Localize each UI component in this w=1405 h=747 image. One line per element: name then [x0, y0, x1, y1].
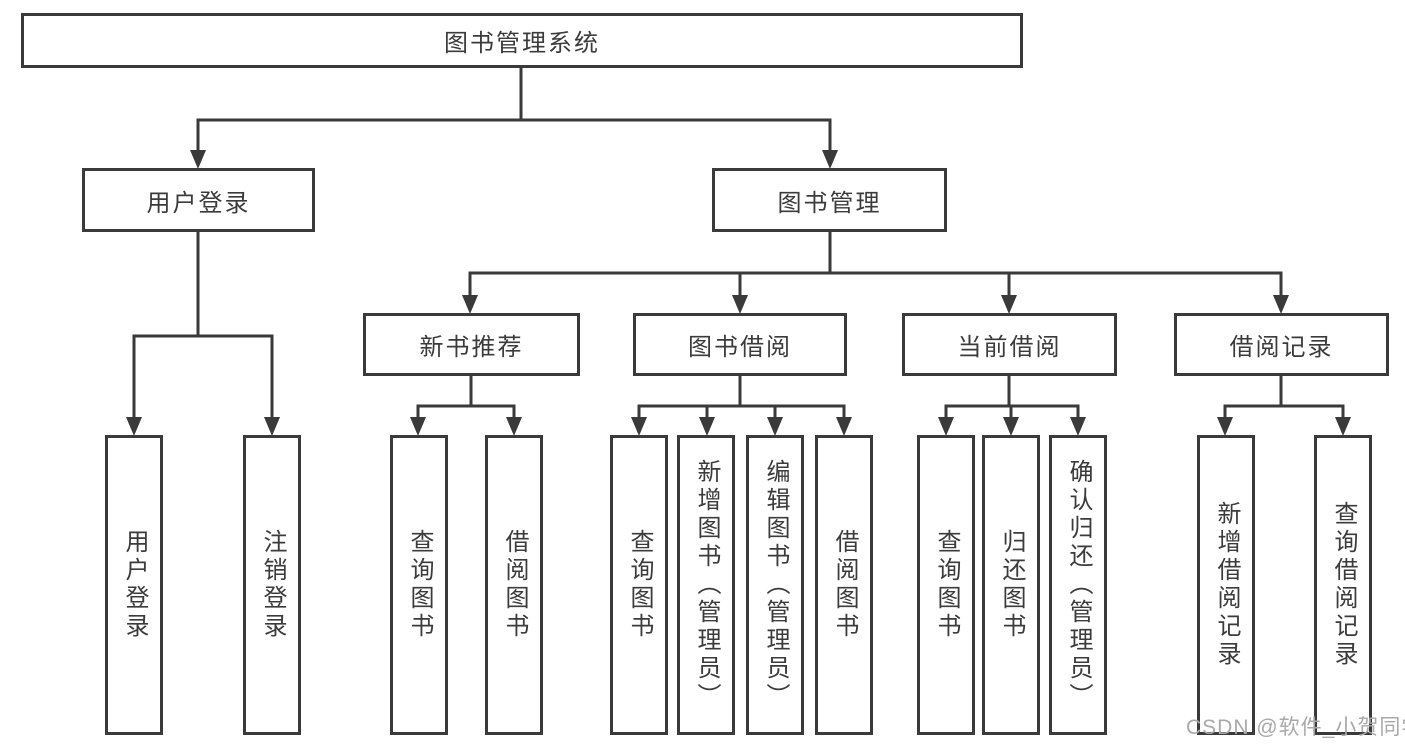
node-leaf-edit-books-admin: 编辑图书（管理员） — [746, 435, 804, 735]
node-leaf-return-books: 归还图书 — [982, 435, 1040, 735]
node-label: 归还图书 — [998, 529, 1025, 641]
node-label: 新书推荐 — [419, 334, 524, 361]
node-label: 新增图书（管理员） — [693, 459, 720, 711]
node-root-library-system: 图书管理系统 — [21, 13, 1023, 68]
node-leaf-add-books-admin: 新增图书（管理员） — [677, 435, 735, 735]
node-leaf-confirm-return-admin: 确认归还（管理员） — [1049, 435, 1107, 735]
node-current-borrow: 当前借阅 — [902, 313, 1117, 376]
node-leaf-borrow-books-recommend: 借阅图书 — [485, 435, 543, 735]
node-label: 查询图书 — [933, 529, 960, 641]
node-leaf-logout: 注销登录 — [243, 435, 301, 735]
arrowhead-icons — [126, 150, 1351, 436]
node-label: 图书管理系统 — [444, 30, 600, 57]
node-book-management: 图书管理 — [712, 168, 947, 232]
node-leaf-query-books-current: 查询图书 — [917, 435, 975, 735]
node-label: 借阅图书 — [831, 529, 858, 641]
node-label: 注销登录 — [259, 529, 286, 641]
node-user-login: 用户登录 — [82, 168, 315, 232]
node-leaf-query-books-borrow: 查询图书 — [610, 435, 668, 735]
node-label: 确认归还（管理员） — [1065, 459, 1092, 711]
node-leaf-borrow-books: 借阅图书 — [815, 435, 873, 735]
node-leaf-user-login: 用户登录 — [105, 435, 163, 735]
node-label: 新增借阅记录 — [1213, 501, 1240, 669]
node-leaf-query-books-recommend: 查询图书 — [390, 435, 448, 735]
node-label: 图书管理 — [777, 189, 882, 217]
node-label: 用户登录 — [146, 189, 251, 217]
node-book-borrow: 图书借阅 — [633, 313, 847, 376]
node-label: 当前借阅 — [957, 334, 1062, 361]
node-label: 编辑图书（管理员） — [762, 459, 789, 711]
node-label: 图书借阅 — [688, 334, 792, 361]
csdn-watermark: CSDN @软件_小贺同学 — [1186, 716, 1405, 739]
node-new-book-recommend: 新书推荐 — [363, 313, 580, 376]
node-label: 查询图书 — [626, 529, 653, 641]
node-leaf-query-borrow-record: 查询借阅记录 — [1314, 435, 1372, 735]
connector-lines — [132, 66, 1345, 421]
node-label: 用户登录 — [121, 529, 148, 641]
node-label: 借阅图书 — [501, 529, 528, 641]
node-leaf-add-borrow-record: 新增借阅记录 — [1197, 435, 1255, 735]
node-label: 查询图书 — [406, 529, 433, 641]
node-borrow-records: 借阅记录 — [1174, 313, 1389, 376]
node-label: 借阅记录 — [1229, 334, 1334, 361]
node-label: 查询借阅记录 — [1330, 501, 1357, 669]
